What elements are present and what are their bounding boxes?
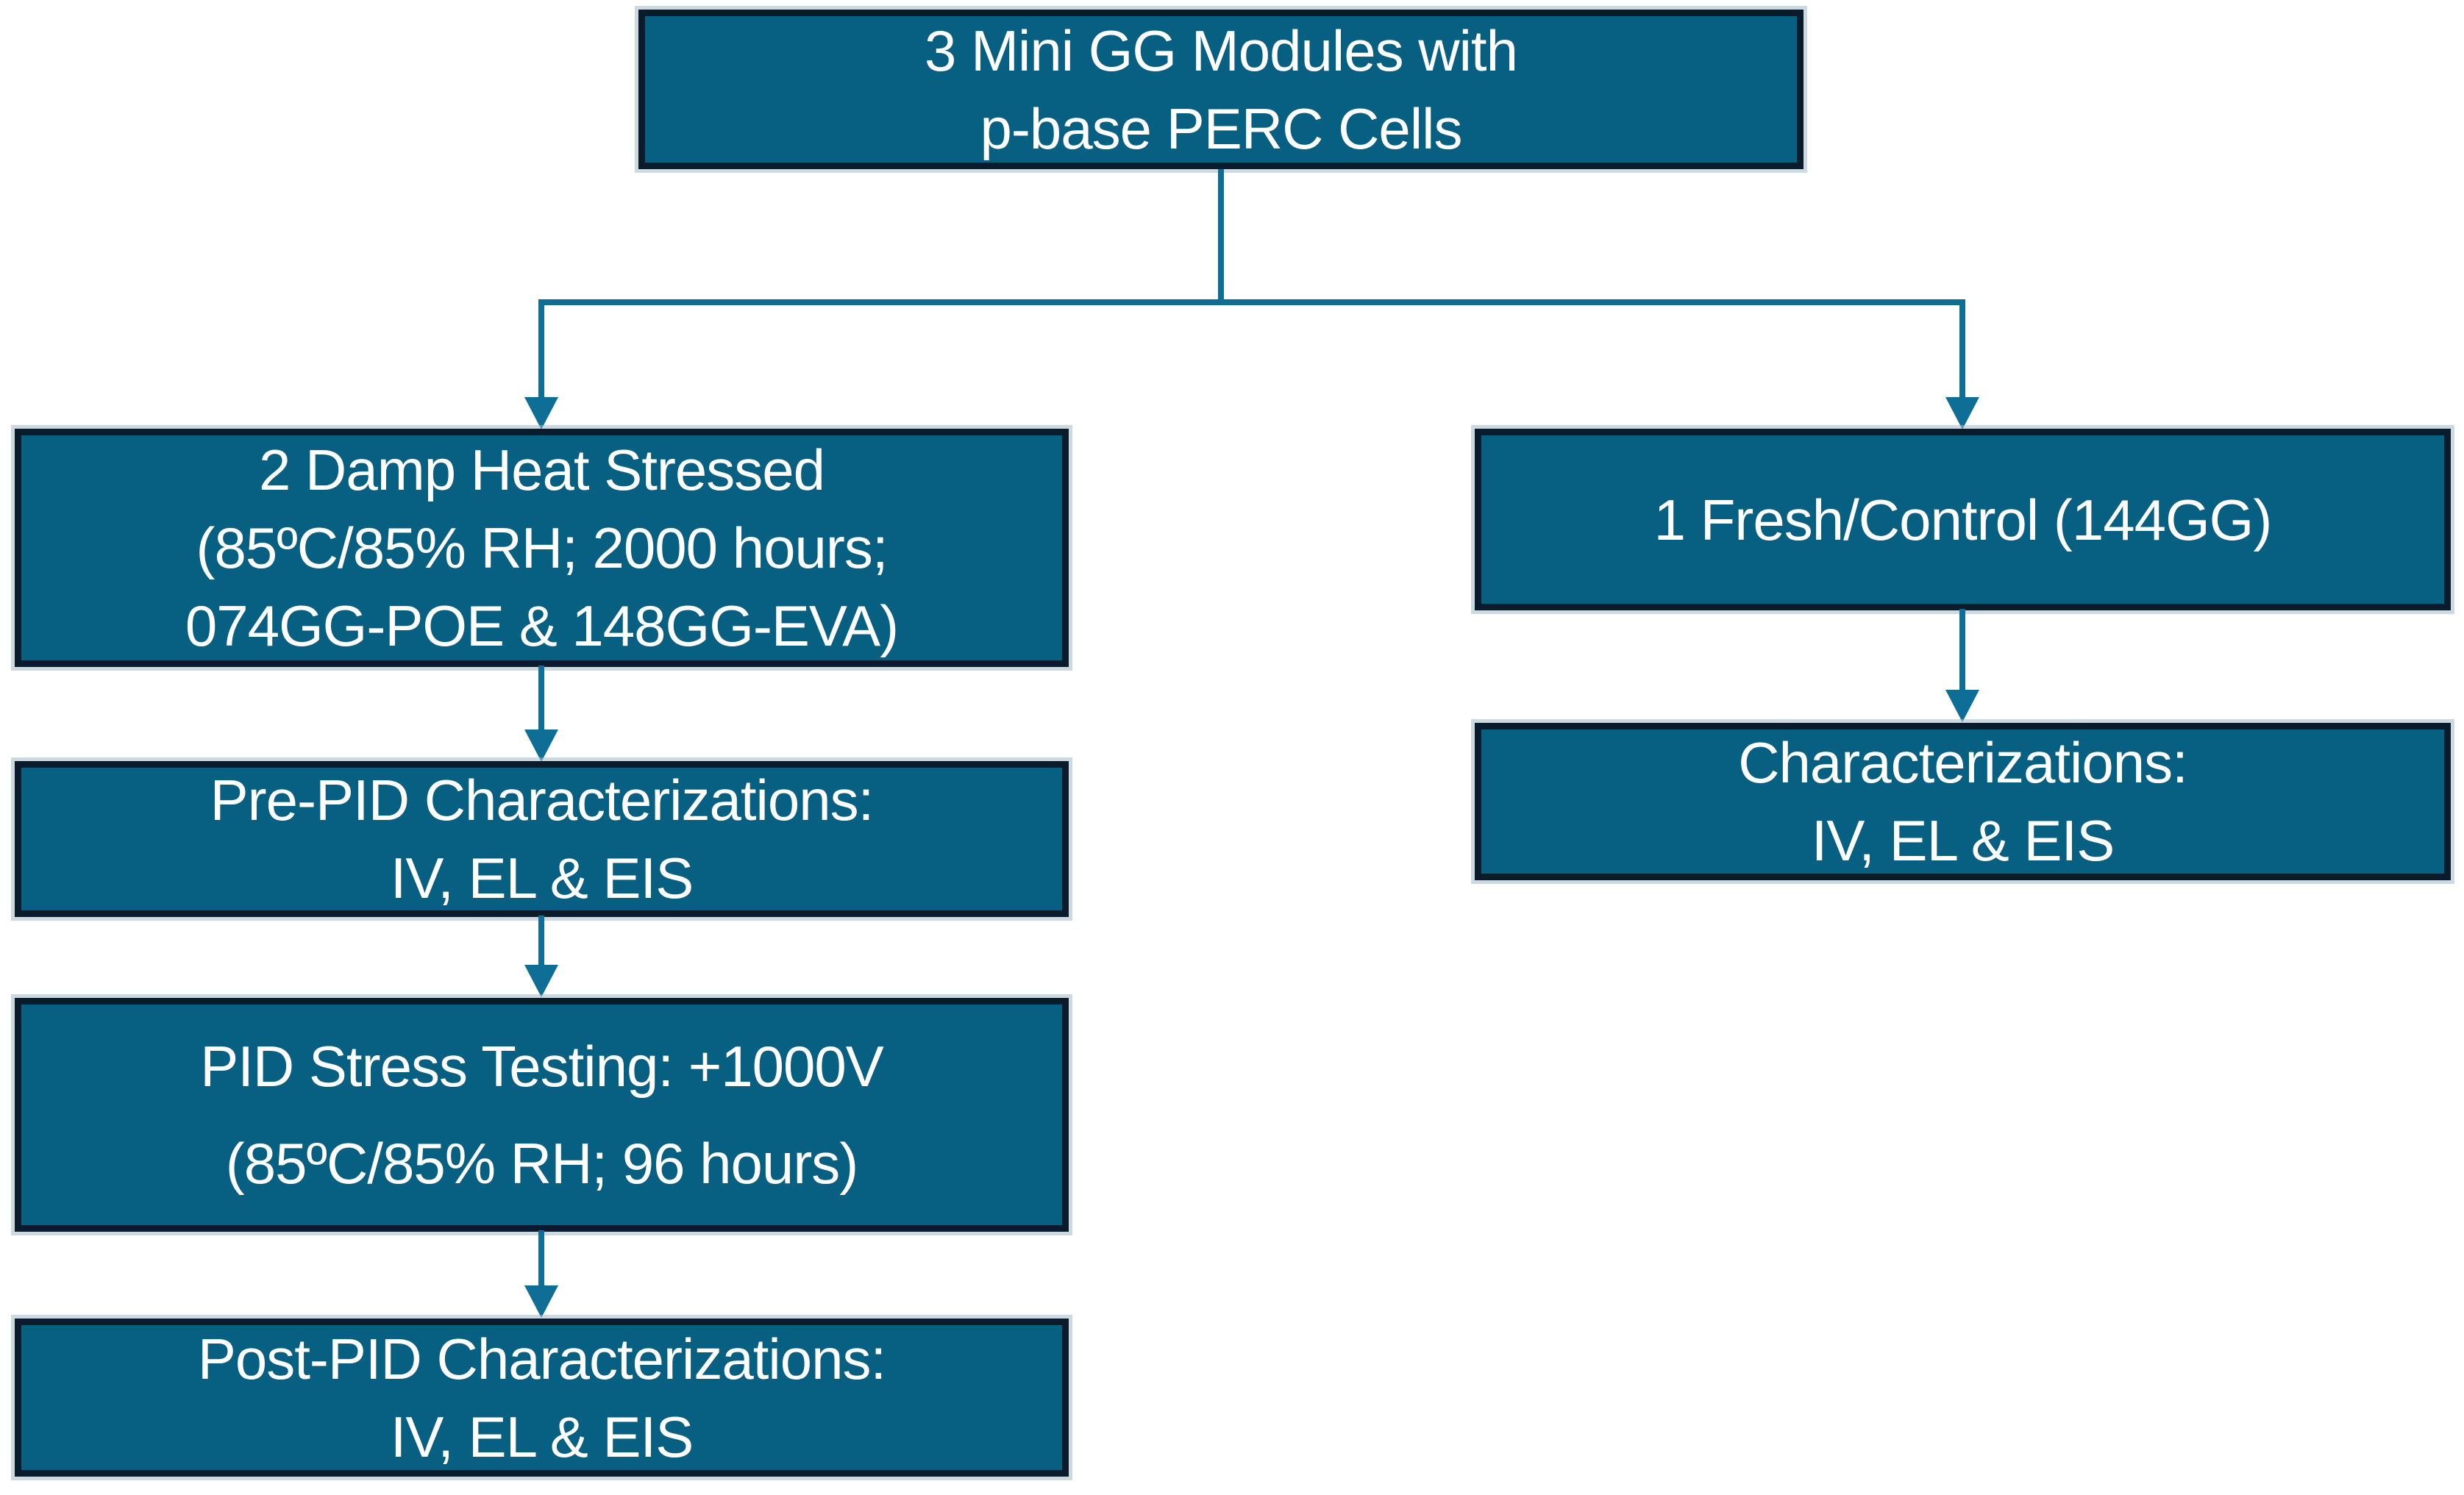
node-damp-heat-line-3: 074GG-POE & 148GG-EVA) — [185, 593, 899, 658]
arrow-down-icon-char — [1945, 690, 1979, 722]
connector-split-bar — [538, 299, 1965, 305]
arrow-down-icon-prepid — [524, 729, 558, 762]
node-root-line-1: 3 Mini GG Modules with — [925, 18, 1518, 83]
node-post-pid-line-1: Post-PID Characterizations: — [197, 1326, 886, 1391]
connector-fresh-to-char — [1959, 609, 1965, 692]
node-characterizations: Characterizations: IV, EL & EIS — [1475, 723, 2451, 880]
node-post-pid: Post-PID Characterizations: IV, EL & EIS — [15, 1319, 1069, 1477]
connector-left-drop — [538, 299, 544, 399]
connector-damp-to-prepid — [538, 666, 544, 732]
node-characterizations-line-1: Characterizations: — [1738, 730, 2188, 795]
node-pid-stress-line-2: (85ºC/85% RH; 96 hours) — [225, 1131, 859, 1196]
arrow-down-icon-left-branch — [524, 397, 558, 429]
connector-right-drop — [1959, 299, 1965, 399]
node-fresh-control: 1 Fresh/Control (144GG) — [1475, 429, 2451, 610]
node-pre-pid-line-1: Pre-PID Characterizations: — [210, 768, 875, 832]
arrow-down-icon-postpid — [524, 1285, 558, 1318]
node-damp-heat-line-1: 2 Damp Heat Stressed — [258, 438, 825, 502]
connector-root-stem — [1218, 169, 1224, 302]
node-pre-pid-line-2: IV, EL & EIS — [390, 846, 694, 910]
node-fresh-control-line-1: 1 Fresh/Control (144GG) — [1653, 487, 2273, 552]
arrow-down-icon-stress — [524, 965, 558, 997]
node-damp-heat: 2 Damp Heat Stressed (85ºC/85% RH; 2000 … — [15, 429, 1069, 667]
arrow-down-icon-right-branch — [1945, 397, 1979, 429]
connector-prepid-to-stress — [538, 916, 544, 967]
node-pre-pid: Pre-PID Characterizations: IV, EL & EIS — [15, 761, 1069, 917]
node-root-line-2: p-base PERC Cells — [980, 96, 1463, 161]
node-pid-stress: PID Stress Testing: +1000V (85ºC/85% RH;… — [15, 998, 1069, 1232]
node-damp-heat-line-2: (85ºC/85% RH; 2000 hours; — [196, 515, 889, 580]
node-post-pid-line-2: IV, EL & EIS — [390, 1404, 694, 1469]
node-pid-stress-line-1: PID Stress Testing: +1000V — [200, 1034, 884, 1099]
connector-stress-to-postpid — [538, 1230, 544, 1288]
node-root: 3 Mini GG Modules with p-base PERC Cells — [638, 10, 1804, 169]
node-characterizations-line-2: IV, EL & EIS — [1811, 808, 2115, 873]
